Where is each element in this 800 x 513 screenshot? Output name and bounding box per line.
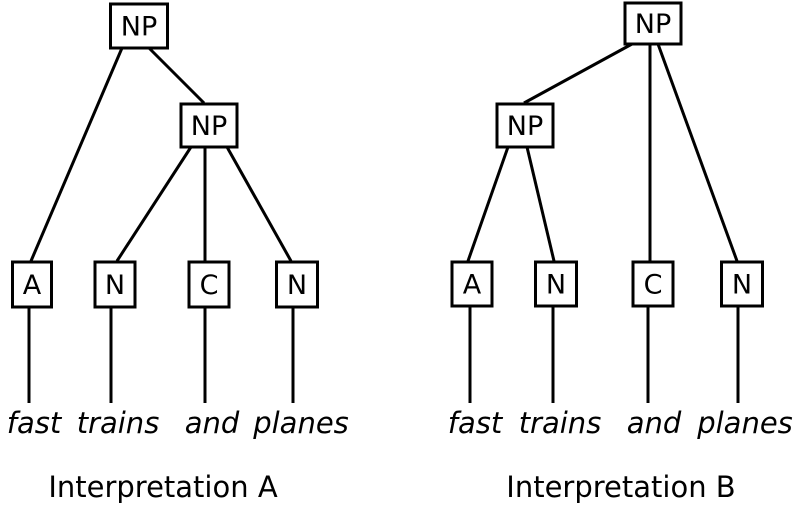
word-fast: fast [7, 406, 63, 440]
node-box-n1 [534, 260, 578, 308]
node-box-np-sub [179, 102, 239, 149]
node-label-n1: N [105, 270, 125, 301]
word-planes: planes [696, 406, 793, 440]
edge-np-sub-to-n2 [225, 146, 293, 262]
node-label-np-sub: NP [507, 111, 543, 142]
node-box-np-sub [495, 102, 555, 149]
node-label-c: C [644, 270, 663, 301]
edge-np-root-to-n2 [656, 43, 739, 262]
node-box-n2 [720, 260, 764, 308]
node-label-np-sub: NP [191, 111, 227, 142]
edge-np-root-to-np-sub [147, 46, 206, 105]
word-and: and [185, 406, 240, 440]
node-box-np-root [623, 1, 683, 46]
edge-np-root-to-a [29, 47, 124, 262]
word-fast: fast [448, 406, 504, 440]
node-label-a: A [463, 270, 482, 301]
node-box-a [450, 260, 494, 308]
caption-interpretation-b: Interpretation B [506, 470, 735, 504]
edge-np-root-to-np-sub [523, 42, 633, 105]
edge-np-sub-to-n1 [115, 146, 193, 262]
node-label-np-root: NP [121, 12, 157, 43]
node-box-c [631, 260, 675, 308]
word-trains: trains [77, 406, 160, 440]
node-box-np-root [109, 2, 169, 50]
caption-interpretation-a: Interpretation A [48, 470, 278, 504]
node-label-a: A [23, 270, 42, 301]
word-planes: planes [252, 406, 349, 440]
node-label-n1: N [546, 270, 566, 301]
node-label-c: C [200, 270, 219, 301]
word-and: and [627, 406, 682, 440]
word-trains: trains [519, 406, 602, 440]
edge-np-sub-to-a [466, 146, 510, 262]
node-box-n1 [93, 260, 137, 309]
node-label-np-root: NP [635, 9, 671, 40]
node-label-n2: N [287, 270, 307, 301]
node-box-a [11, 260, 53, 309]
node-box-c [187, 260, 231, 309]
edge-np-sub-to-n1 [525, 146, 556, 262]
node-box-n2 [275, 260, 319, 309]
node-label-n2: N [732, 270, 752, 301]
